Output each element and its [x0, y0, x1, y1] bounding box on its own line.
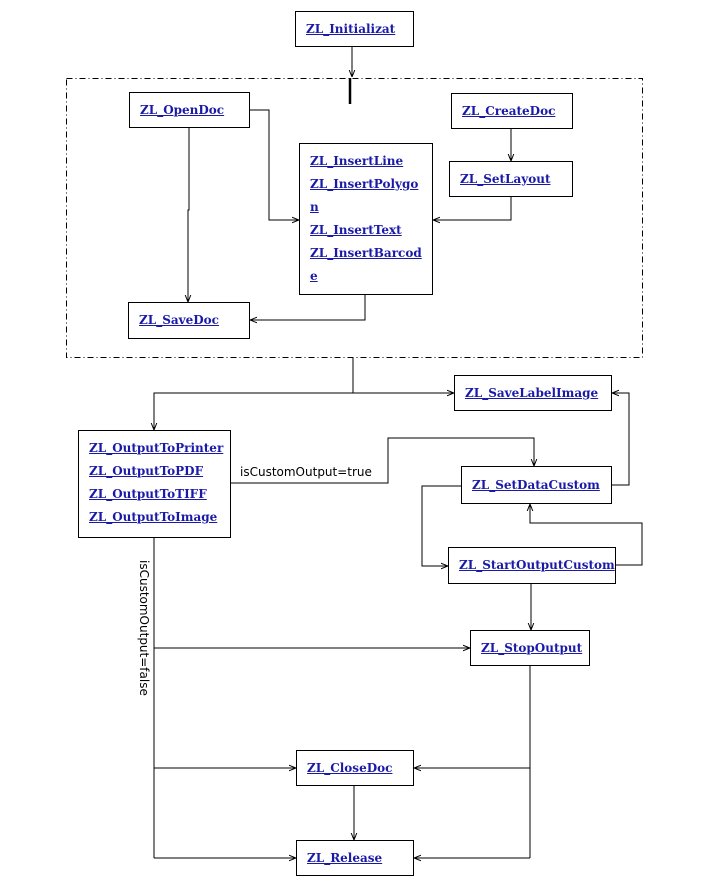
edge-to-outputs [154, 392, 353, 430]
set-data-custom-link[interactable]: ZL_SetDataCustom [472, 477, 600, 492]
save-doc-link[interactable]: ZL_SaveDoc [139, 313, 219, 327]
set-layout-link[interactable]: ZL_SetLayout [460, 171, 551, 186]
document-group-frame [66, 78, 643, 358]
close-doc-node: ZL_CloseDoc [296, 750, 414, 786]
custom-output-true-label: isCustomOutput=true [240, 465, 372, 479]
save-doc-node: ZL_SaveDoc [128, 302, 250, 339]
output-functions-node: ZL_OutputToPrinter ZL_OutputToPDF ZL_Out… [78, 430, 231, 538]
custom-output-false-label: isCustomOutput=false [137, 560, 151, 696]
start-output-custom-node: ZL_StartOutputCustom [448, 547, 616, 584]
set-layout-node: ZL_SetLayout [449, 161, 573, 197]
insert-text-link[interactable]: ZL_InsertText [310, 223, 402, 237]
stop-output-node: ZL_StopOutput [470, 630, 590, 666]
initialize-node: ZL_Initializat [295, 11, 414, 47]
edge-insert-to-savedoc [250, 295, 366, 320]
close-doc-link[interactable]: ZL_CloseDoc [307, 760, 393, 775]
insert-barcode-link[interactable]: ZL_InsertBarcode [310, 246, 422, 283]
edge-custom-true [231, 437, 534, 484]
create-doc-node: ZL_CreateDoc [451, 93, 573, 129]
release-link[interactable]: ZL_Release [307, 850, 383, 865]
output-to-printer-link[interactable]: ZL_OutputToPrinter [89, 441, 224, 455]
edge-setdata-to-start [421, 485, 461, 566]
edge-opendoc-to-insert [250, 109, 299, 220]
insert-line-link[interactable]: ZL_InsertLine [310, 154, 404, 168]
edge-opendoc-to-savedoc [188, 128, 189, 302]
edge-setlayout-to-insert [433, 197, 512, 220]
stop-output-link[interactable]: ZL_StopOutput [481, 640, 583, 655]
output-to-tiff-link[interactable]: ZL_OutputToTIFF [89, 487, 207, 501]
output-to-pdf-link[interactable]: ZL_OutputToPDF [89, 464, 204, 478]
initialize-link[interactable]: ZL_Initializat [306, 21, 396, 36]
set-data-custom-node: ZL_SetDataCustom [461, 466, 612, 504]
edge-start-to-setdata [530, 504, 643, 566]
output-to-image-link[interactable]: ZL_OutputToImage [89, 510, 218, 524]
open-doc-link[interactable]: ZL_OpenDoc [140, 102, 225, 117]
insert-functions-node: ZL_InsertLine ZL_InsertPolygon ZL_Insert… [299, 143, 433, 295]
release-node: ZL_Release [296, 840, 414, 876]
insert-polygon-link[interactable]: ZL_InsertPolygon [310, 177, 419, 214]
start-output-custom-link[interactable]: ZL_StartOutputCustom [459, 558, 615, 572]
save-label-image-link[interactable]: ZL_SaveLabelImage [465, 385, 599, 400]
create-doc-link[interactable]: ZL_CreateDoc [462, 103, 556, 118]
edge-setdata-to-savelabel [612, 393, 630, 486]
save-label-image-node: ZL_SaveLabelImage [454, 375, 612, 411]
open-doc-node: ZL_OpenDoc [129, 92, 250, 128]
